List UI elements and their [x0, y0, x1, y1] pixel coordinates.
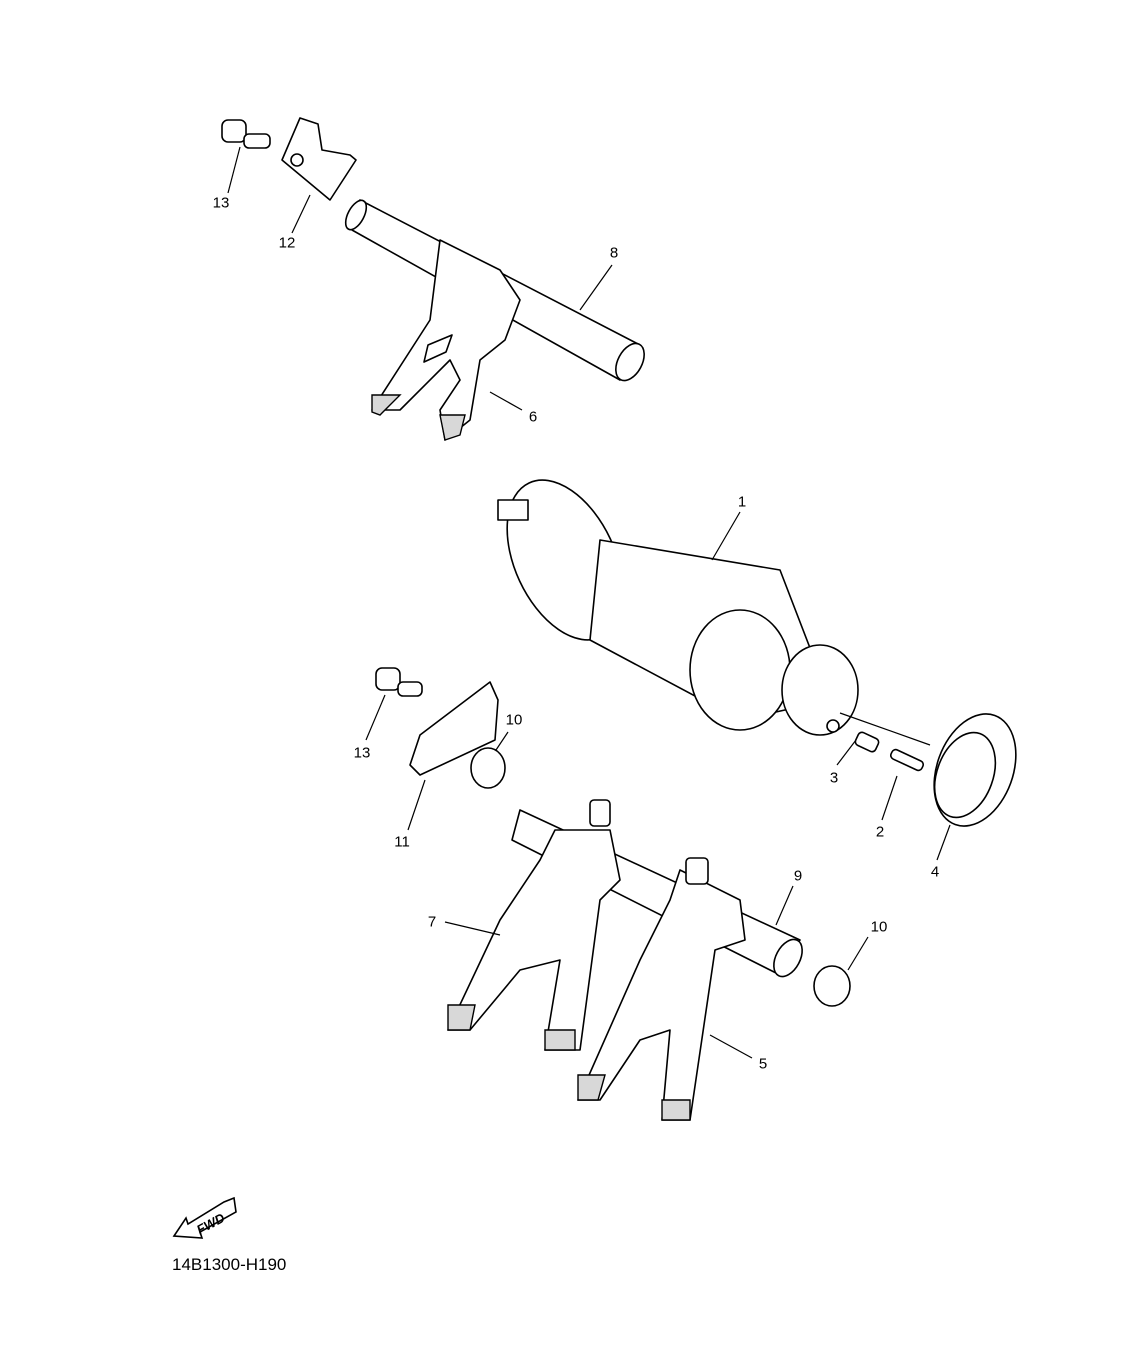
callout-7: 7 [427, 913, 437, 931]
spring-3 [854, 731, 880, 753]
shift-drum-1 [497, 479, 859, 736]
spring-10-lower [813, 965, 851, 1007]
shift-fork-6 [371, 239, 521, 441]
callout-10-lower: 10 [870, 918, 888, 936]
bearing-4 [933, 713, 1017, 827]
fwd-arrow-icon: FWD [172, 1192, 242, 1247]
diagram-code: 14B1300-H190 [172, 1255, 287, 1274]
callout-6: 6 [528, 408, 538, 426]
callout-1: 1 [737, 493, 747, 511]
callout-11: 11 [394, 833, 410, 851]
bolt-13-lower [375, 667, 423, 697]
callout-2: 2 [875, 823, 885, 841]
shift-fork-7 [447, 799, 621, 1051]
callout-8: 8 [609, 244, 619, 262]
shift-fork-5 [577, 857, 746, 1121]
spring-10-upper [470, 747, 506, 789]
callout-13-lower: 13 [353, 744, 371, 762]
callout-9: 9 [793, 867, 803, 885]
plate-11 [409, 681, 499, 776]
callout-13-upper: 13 [212, 194, 230, 212]
leader-lines [227, 146, 951, 1059]
stopper-plate-12 [281, 117, 357, 201]
callout-3: 3 [829, 769, 839, 787]
pin-2 [889, 748, 925, 772]
bolt-13-upper [221, 119, 271, 149]
callout-5: 5 [758, 1055, 768, 1073]
callout-4: 4 [930, 863, 940, 881]
callout-12: 12 [278, 234, 296, 252]
callout-10-upper: 10 [505, 711, 523, 729]
